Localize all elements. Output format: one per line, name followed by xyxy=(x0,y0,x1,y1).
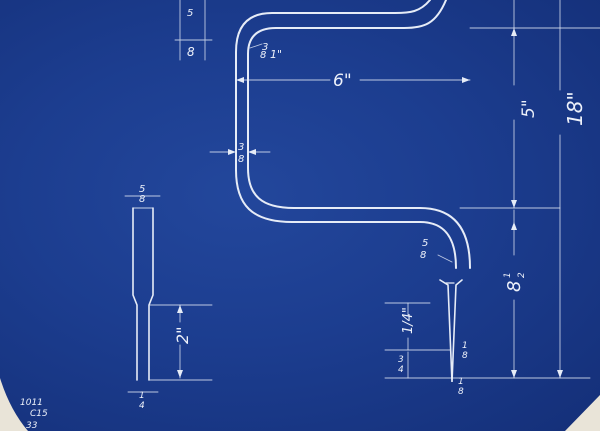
svg-text:8: 8 xyxy=(504,281,525,292)
left-length-label: 2" xyxy=(173,326,192,344)
bend-frac-num: 3 xyxy=(262,42,268,53)
torn-corner-left xyxy=(0,378,28,431)
left-bot-den: 4 xyxy=(139,401,145,411)
shank-num: 3 xyxy=(238,142,244,153)
shank-den: 8 xyxy=(238,154,244,165)
upper-height-label: 5" xyxy=(519,99,539,118)
bend-radius-label: 1" xyxy=(270,48,282,61)
bit-frac-den: 8 xyxy=(420,250,426,261)
bottom-left-num: 3 xyxy=(398,355,404,365)
left-bot-num: 1 xyxy=(139,391,145,401)
stamp-2: C15 xyxy=(30,409,48,419)
arrowheads xyxy=(177,28,563,378)
lower-height-label: 8 1 2 xyxy=(503,272,527,292)
bottom-left-den: 4 xyxy=(398,365,404,375)
width-label: 6" xyxy=(333,71,352,91)
dimension-labels: 5 8 3 8 1" 6" 3 8 5" 18" 8 1 2 5 8 1/4" … xyxy=(139,8,587,411)
top-frac-num: 5 xyxy=(187,8,193,19)
top-frac-den: 8 xyxy=(187,45,195,59)
brace-bar xyxy=(235,0,471,269)
bit xyxy=(439,279,463,383)
svg-text:1: 1 xyxy=(503,272,513,278)
svg-text:2: 2 xyxy=(517,272,527,278)
bend-frac-den: 8 xyxy=(260,50,266,61)
torn-corner-right xyxy=(565,395,600,431)
sheet-stamp: 1011 C15 33 xyxy=(20,398,48,431)
shank-detail xyxy=(132,207,154,381)
stamp-1: 1011 xyxy=(20,398,43,408)
dimension-lines xyxy=(124,0,600,393)
stamp-3: 33 xyxy=(26,421,38,431)
left-top-num: 5 xyxy=(139,184,145,195)
overall-height-label: 18" xyxy=(563,91,587,126)
bottom-tip-den: 8 xyxy=(458,387,464,397)
left-top-den: 8 xyxy=(139,194,145,205)
bit-tip-num: 1 xyxy=(462,341,468,351)
bit-tip-den: 8 xyxy=(462,351,468,361)
bottom-tip-num: 1 xyxy=(458,377,464,387)
taper-length-label: 1/4" xyxy=(401,307,416,334)
bit-frac-num: 5 xyxy=(422,238,428,249)
